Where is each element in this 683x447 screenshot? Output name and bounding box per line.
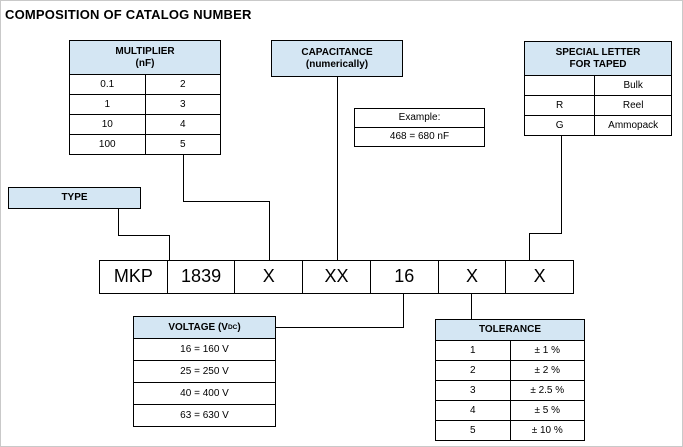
multiplier-code: 3: [144, 95, 221, 114]
tolerance-value: ± 5 %: [509, 401, 585, 420]
voltage-mapping: 25 = 250 V: [180, 365, 229, 377]
table-row: 40 = 400 V: [134, 382, 275, 404]
table-row: 4 ± 5 %: [436, 400, 584, 420]
voltage-mapping: 63 = 630 V: [180, 409, 229, 421]
tolerance-value: ± 2.5 %: [509, 381, 585, 400]
table-row: 2 ± 2 %: [436, 360, 584, 380]
type-label-box: TYPE: [8, 187, 141, 209]
special-letter-packaging: Bulk: [594, 76, 671, 95]
catalog-segment-special-letter: X: [505, 261, 573, 293]
tolerance-code: 1: [469, 344, 476, 356]
table-row: 10 4: [70, 114, 220, 134]
table-row: 3 ± 2.5 %: [436, 380, 584, 400]
table-row: 100 5: [70, 134, 220, 154]
tolerance-code: 3: [469, 384, 476, 396]
table-row: 5 ± 10 %: [436, 420, 584, 440]
catalog-segment-multiplier: X: [234, 261, 302, 293]
special-letter-table: SPECIAL LETTER FOR TAPED Bulk R Reel G A…: [524, 41, 672, 136]
special-letter-header-line1: SPECIAL LETTER: [555, 46, 641, 58]
multiplier-table-header: MULTIPLIER (nF): [70, 41, 220, 74]
catalog-number-row: MKP 1839 X XX 16 X X: [99, 260, 574, 294]
table-row: Example:: [355, 109, 484, 127]
catalog-segment-series: 1839: [166, 261, 235, 293]
type-connector-line: [118, 209, 170, 261]
multiplier-header-line2: (nF): [135, 57, 155, 69]
table-row: Bulk: [525, 75, 671, 95]
tolerance-value: ± 10 %: [509, 421, 585, 440]
multiplier-value: 1: [104, 98, 111, 110]
type-label: TYPE: [61, 192, 88, 203]
multiplier-value: 0.1: [100, 78, 115, 90]
special-letter-code: [525, 76, 594, 95]
capacitance-header-line1: CAPACITANCE: [301, 46, 373, 58]
voltage-header-suffix: ): [237, 321, 241, 333]
multiplier-table: MULTIPLIER (nF) 0.1 2 1 3 10 4 100 5: [69, 40, 221, 155]
table-row: 468 = 680 nF: [355, 127, 484, 146]
catalog-segment-tolerance: X: [437, 261, 506, 293]
multiplier-code: 2: [144, 75, 221, 94]
multiplier-code: 4: [144, 115, 221, 134]
catalog-segment-voltage: 16: [369, 261, 438, 293]
example-box: Example: 468 = 680 nF: [354, 108, 485, 147]
multiplier-value: 100: [98, 138, 116, 150]
special-letter-connector-line: [529, 131, 562, 261]
tolerance-code: 2: [469, 364, 476, 376]
table-row: 1 3: [70, 94, 220, 114]
tolerance-code: 4: [469, 404, 476, 416]
table-row: R Reel: [525, 95, 671, 115]
voltage-connector-line: [276, 293, 404, 328]
table-row: 25 = 250 V: [134, 360, 275, 382]
table-row: 16 = 160 V: [134, 338, 275, 360]
multiplier-connector-line: [183, 150, 270, 261]
catalog-segment-type: MKP: [113, 266, 153, 287]
voltage-mapping: 40 = 400 V: [180, 387, 229, 399]
tolerance-header-label: TOLERANCE: [478, 324, 542, 335]
table-row: G Ammopack: [525, 115, 671, 135]
table-row: 0.1 2: [70, 74, 220, 94]
special-letter-packaging: Ammopack: [594, 116, 671, 135]
catalog-segment-capacitance: XX: [302, 261, 370, 293]
tolerance-value: ± 1 %: [509, 341, 585, 360]
multiplier-value: 10: [101, 118, 113, 130]
special-letter-code: R: [556, 99, 564, 111]
tolerance-value: ± 2 %: [509, 361, 585, 380]
example-value: 468 = 680 nF: [389, 131, 450, 142]
table-row: 63 = 630 V: [134, 404, 275, 426]
tolerance-code: 5: [469, 424, 476, 436]
voltage-header-prefix: VOLTAGE (V: [168, 321, 228, 333]
voltage-mapping: 16 = 160 V: [180, 343, 229, 355]
special-letter-packaging: Reel: [594, 96, 671, 115]
special-letter-code: G: [555, 119, 564, 131]
capacitance-header-line2: (numerically): [305, 58, 369, 70]
special-letter-header-line2: FOR TAPED: [569, 58, 627, 70]
multiplier-code: 5: [144, 135, 221, 154]
tolerance-table-header: TOLERANCE: [436, 320, 584, 340]
capacitance-label-box: CAPACITANCE (numerically): [271, 40, 403, 77]
tolerance-table: TOLERANCE 1 ± 1 % 2 ± 2 % 3 ± 2.5 % 4 ± …: [435, 319, 585, 441]
multiplier-header-line1: MULTIPLIER: [115, 45, 175, 57]
special-letter-table-header: SPECIAL LETTER FOR TAPED: [525, 42, 671, 75]
table-row: 1 ± 1 %: [436, 340, 584, 360]
example-label: Example:: [398, 112, 441, 123]
page-title: COMPOSITION OF CATALOG NUMBER: [5, 7, 252, 22]
